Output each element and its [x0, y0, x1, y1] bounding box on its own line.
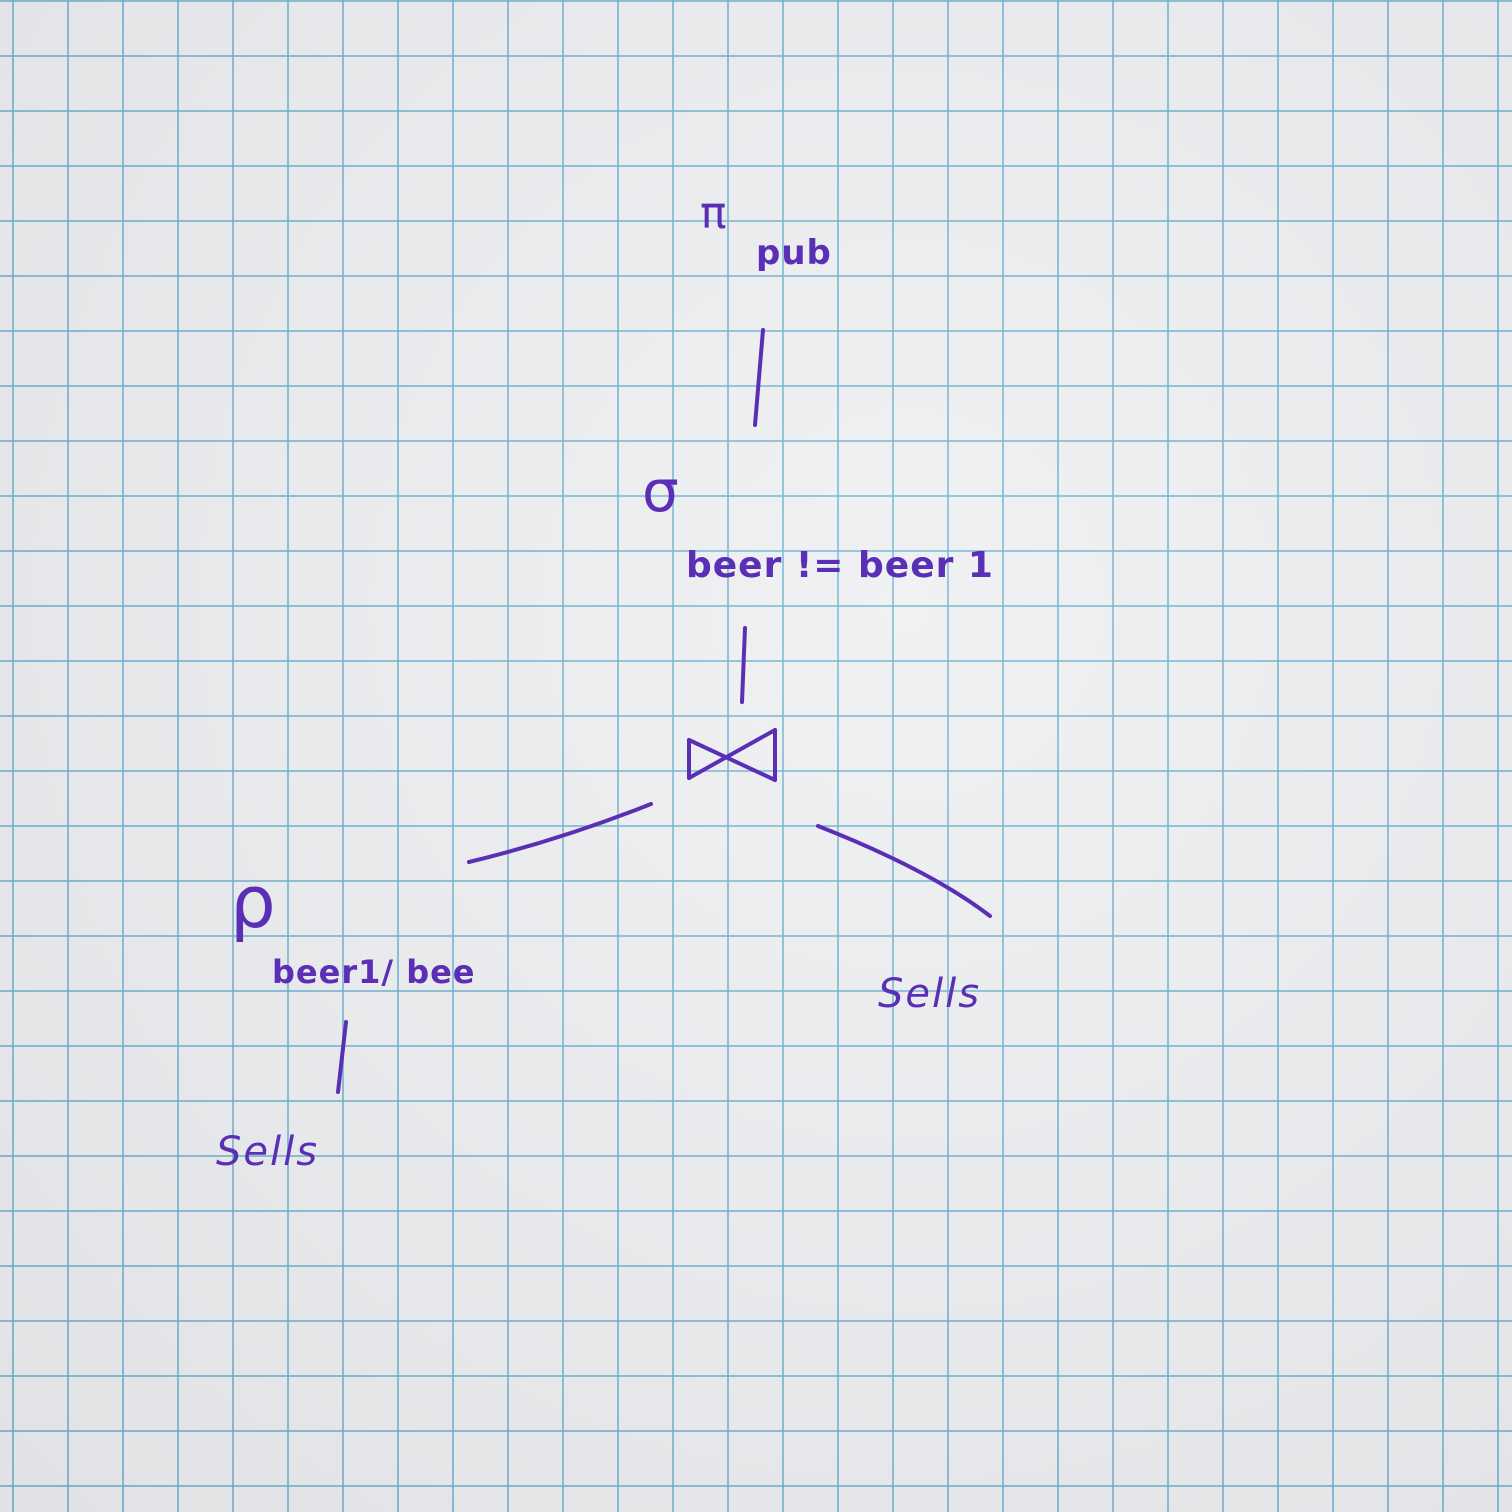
- rename-subscript: beer1/ bee: [272, 953, 476, 991]
- rename-symbol: ρ: [230, 860, 276, 944]
- edge-join-rename: [467, 802, 653, 864]
- projection-symbol: π: [700, 188, 727, 239]
- selection-condition: beer != beer 1: [686, 545, 994, 586]
- join-diag-2: [687, 728, 777, 780]
- join-symbol: [687, 728, 777, 782]
- edge-rename-sells-left: [336, 1020, 348, 1094]
- edge-projection-selection: [753, 328, 765, 427]
- edge-selection-join: [740, 626, 747, 704]
- join-diag-1: [687, 738, 777, 782]
- projection-subscript: pub: [756, 233, 832, 273]
- selection-symbol: σ: [642, 457, 679, 525]
- right-leaf-sells: Sells: [878, 971, 982, 1017]
- left-leaf-sells: Sells: [216, 1129, 320, 1175]
- edge-join-sells-right: [816, 824, 992, 918]
